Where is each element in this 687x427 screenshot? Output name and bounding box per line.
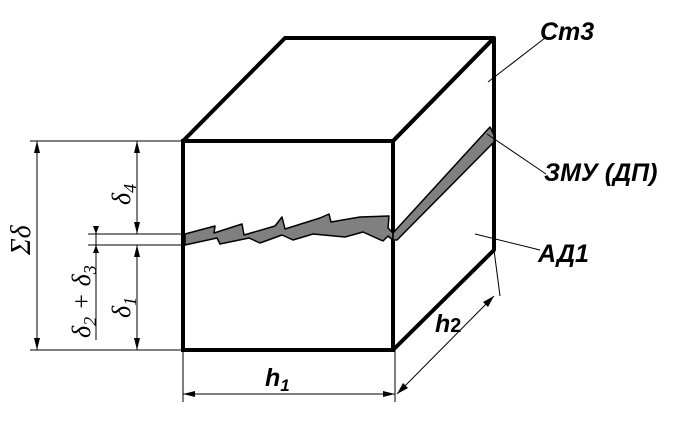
interlayer-right [392,126,495,241]
label-h1: h1 [265,364,290,395]
label-ad1: АД1 [537,240,589,268]
label-zmu: ЗМУ (ДП) [544,159,657,187]
ext-line-h2-top [493,249,501,297]
cube-top-face [181,36,496,143]
arrow-delta23-bottom [93,245,99,253]
arrow-delta1-bottom [134,338,140,350]
leader-ad1 [474,233,541,251]
arrow-delta23-top [93,226,99,234]
label-delta1: δ1 [107,297,140,318]
label-delta2-delta3: δ2 + δ3 [67,265,100,338]
arrow-h1-left [183,391,195,397]
leader-st3 [487,37,546,83]
leader-zmu [486,133,547,175]
label-st3: Ст3 [540,18,594,46]
arrow-delta4-bottom [134,222,140,234]
cube-front-face [181,139,395,352]
arrow-h2-top [483,296,494,307]
interlayer-front [184,213,394,246]
arrow-total-top [34,141,40,153]
arrow-h2-bottom [397,383,408,394]
dim-line-h2 [396,295,495,395]
arrow-h1-right [383,391,395,397]
arrow-delta1-top [134,245,140,257]
label-total-thickness: Σδ [6,224,37,256]
arrow-total-bottom [34,338,40,350]
label-delta4: δ4 [107,184,140,205]
label-h2: h2 [435,310,461,338]
arrow-delta4-top [134,141,140,153]
